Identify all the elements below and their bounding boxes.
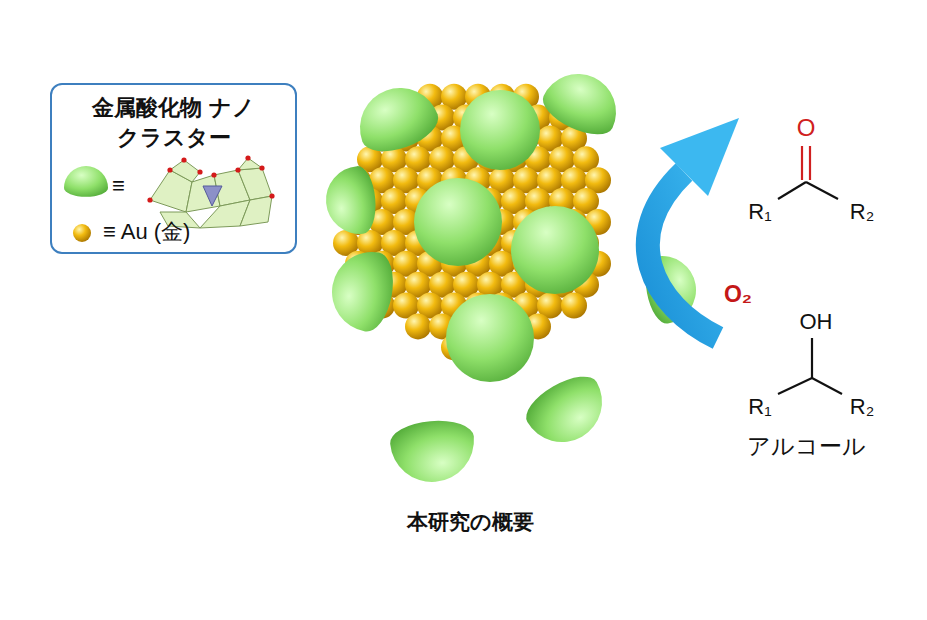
- bond: [806, 182, 838, 199]
- oxygen-atom: [211, 172, 216, 177]
- oxide-nanocluster: [536, 62, 628, 144]
- oxide-nanocluster: [518, 366, 616, 456]
- oxide-nanocluster: [414, 178, 502, 266]
- oxygen-atom: [167, 167, 172, 172]
- oxide-nanocluster: [326, 246, 399, 335]
- chemical-bonds: [778, 146, 842, 394]
- polyhedron: [170, 160, 200, 182]
- double-bond: [809, 146, 811, 180]
- compound-name: アルコール: [747, 431, 866, 462]
- legend-heading: 金属酸化物 ナノクラスター: [86, 93, 261, 153]
- oxide-nanocluster: [389, 418, 478, 486]
- bond: [811, 338, 813, 378]
- oxygen-atom: [181, 157, 186, 162]
- legend-text: ≡: [112, 172, 125, 200]
- oxide-nanocluster: [323, 165, 378, 237]
- oxide-nanocluster: [460, 90, 540, 170]
- arrow-head: [660, 118, 739, 196]
- gold-atom: [405, 313, 431, 339]
- oxide-nanocluster: [511, 206, 599, 294]
- double-bond: [801, 146, 803, 180]
- hydroxyl-label: OH: [800, 309, 833, 335]
- oxygen-atom: [259, 165, 264, 170]
- polyhedron: [238, 168, 272, 200]
- oxygen-atom: [235, 167, 240, 172]
- bond: [778, 378, 812, 394]
- bond: [812, 378, 842, 394]
- hemisphere-symbol: [64, 166, 108, 197]
- oxygen-molecule: O₂: [724, 281, 752, 308]
- oxide-nanocluster: [349, 77, 445, 161]
- oxygen-atom: [197, 169, 202, 174]
- legend-text: ≡ Au (金): [103, 218, 190, 246]
- oxygen-atom: [269, 193, 274, 198]
- gold-atom: [561, 293, 587, 319]
- substituent-label: R₂: [850, 199, 874, 225]
- substituent-label: R₁: [748, 199, 771, 225]
- oxygen-atom: [147, 197, 152, 202]
- oxide-nanocluster: [446, 294, 534, 382]
- polyhedron: [240, 196, 272, 226]
- oxygen-label: O: [797, 114, 816, 142]
- substituent-label: R₂: [850, 394, 874, 420]
- arrow-body: [648, 172, 718, 338]
- bond: [778, 182, 806, 199]
- gold-symbol: [73, 224, 91, 242]
- central-tetrahedron: [203, 186, 222, 206]
- caption: 本研究の概要: [407, 508, 534, 536]
- substituent-label: R₁: [748, 394, 771, 420]
- polyhedron: [238, 158, 262, 170]
- oxygen-atom: [245, 155, 250, 160]
